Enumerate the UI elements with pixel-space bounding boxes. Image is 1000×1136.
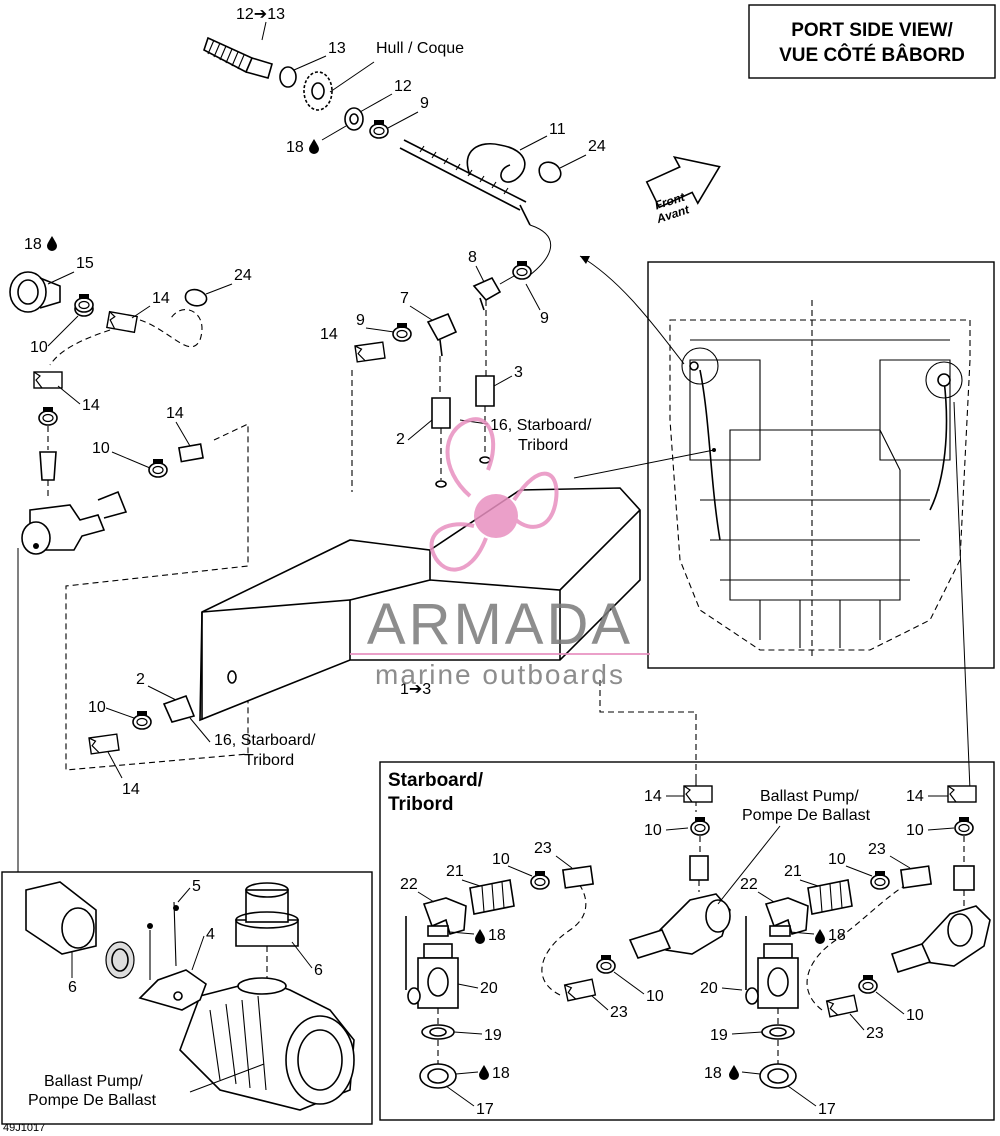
label-12-13: 12➔13 bbox=[236, 6, 285, 23]
label-11: 11 bbox=[549, 121, 566, 138]
drop-icon bbox=[729, 1065, 739, 1080]
lower-left-fitting: 2 10 16, Starboard/ Tribord 14 bbox=[88, 671, 316, 798]
label-16-a-fr: Tribord bbox=[518, 437, 568, 454]
r-label-18-a: 18 bbox=[488, 927, 506, 944]
r-label-14-b: 14 bbox=[906, 788, 924, 805]
r-label-22-a: 22 bbox=[400, 876, 418, 893]
label-2-b: 2 bbox=[136, 671, 145, 688]
r-label-18-c: 18 bbox=[828, 927, 846, 944]
figure-code: 49J1017 bbox=[3, 1122, 45, 1134]
label-16-a: 16, Starboard/ bbox=[490, 417, 592, 434]
label-12: 12 bbox=[394, 78, 412, 95]
ballast-pump-right-label-fr: Pompe De Ballast bbox=[742, 807, 871, 824]
label-15: 15 bbox=[76, 255, 94, 272]
label-5: 5 bbox=[192, 878, 201, 895]
hull-view-inset bbox=[579, 255, 995, 791]
r-label-23-c: 23 bbox=[868, 841, 886, 858]
ballast-pump-label: Ballast Pump/ bbox=[44, 1073, 143, 1090]
propeller-icon bbox=[429, 417, 559, 572]
label-9: 9 bbox=[420, 95, 429, 112]
title-line-2: VUE CÔTÉ BÂBORD bbox=[779, 44, 965, 66]
ballast-pump-label-fr: Pompe De Ballast bbox=[28, 1092, 157, 1109]
r-label-19-a: 19 bbox=[484, 1027, 502, 1044]
r-label-10-c: 10 bbox=[492, 851, 510, 868]
watermark-logo: ARMADA marine outboards bbox=[350, 417, 650, 690]
title-line-1: PORT SIDE VIEW/ bbox=[791, 20, 953, 41]
label-1-3: 1➔3 bbox=[400, 681, 431, 698]
center-fittings: 8 9 7 9 14 3 2 16, Starboard/ Tribord bbox=[320, 249, 592, 492]
r-label-10-b: 10 bbox=[906, 822, 924, 839]
r-label-17-a: 17 bbox=[476, 1101, 494, 1118]
r-label-10-e: 10 bbox=[828, 851, 846, 868]
r-label-17-b: 17 bbox=[818, 1101, 836, 1118]
r-label-10-d: 10 bbox=[646, 988, 664, 1005]
label-18-b: 18 bbox=[24, 236, 42, 253]
drop-icon bbox=[479, 1065, 489, 1080]
r-label-10-f: 10 bbox=[906, 1007, 924, 1024]
starboard-title-fr: Tribord bbox=[388, 794, 453, 815]
hull-nut bbox=[303, 71, 333, 111]
label-3: 3 bbox=[514, 364, 523, 381]
vent-assembly: 18 15 24 14 10 14 14 10 bbox=[9, 236, 252, 771]
ballast-tank: 1➔3 bbox=[199, 448, 716, 722]
r-label-21-a: 21 bbox=[446, 863, 464, 880]
front-arrow-icon: Front Avant bbox=[645, 156, 721, 226]
label-9-b: 9 bbox=[540, 310, 549, 327]
label-2: 2 bbox=[396, 431, 405, 448]
r-label-23-d: 23 bbox=[866, 1025, 884, 1042]
label-10-c: 10 bbox=[88, 699, 106, 716]
label-10-a: 10 bbox=[30, 339, 48, 356]
label-14-b: 14 bbox=[82, 397, 100, 414]
r-label-18-d: 18 bbox=[704, 1065, 722, 1082]
drop-icon bbox=[475, 929, 485, 944]
drop-icon bbox=[47, 236, 57, 251]
drop-icon bbox=[815, 929, 825, 944]
pump-detail-inset: 5 4 6 6 Ballast Pump/ Pompe De Ballast bbox=[1, 548, 373, 1125]
ballast-pump-right-label: Ballast Pump/ bbox=[760, 788, 859, 805]
r-label-21-b: 21 bbox=[784, 863, 802, 880]
label-14-c: 14 bbox=[166, 405, 184, 422]
label-4: 4 bbox=[206, 926, 215, 943]
label-10-b: 10 bbox=[92, 440, 110, 457]
label-9-c: 9 bbox=[356, 312, 365, 329]
label-7: 7 bbox=[400, 290, 409, 307]
label-14-a: 14 bbox=[152, 290, 170, 307]
r-label-10-a: 10 bbox=[644, 822, 662, 839]
label-14-e: 14 bbox=[122, 781, 140, 798]
starboard-inset: Starboard/ Tribord 14 bbox=[379, 761, 995, 1121]
r-label-20-a: 20 bbox=[480, 980, 498, 997]
r-label-22-b: 22 bbox=[740, 876, 758, 893]
label-16-b: 16, Starboard/ bbox=[214, 732, 316, 749]
r-label-23-b: 23 bbox=[610, 1004, 628, 1021]
title-box: PORT SIDE VIEW/ VUE CÔTÉ BÂBORD bbox=[748, 4, 996, 79]
drop-icon bbox=[309, 139, 319, 154]
label-6-a: 6 bbox=[68, 979, 77, 996]
label-6-b: 6 bbox=[314, 962, 323, 979]
starboard-title: Starboard/ bbox=[388, 770, 484, 791]
hull-label: Hull / Coque bbox=[376, 40, 464, 57]
r-label-19-b: 19 bbox=[710, 1027, 728, 1044]
r-label-18-b: 18 bbox=[492, 1065, 510, 1082]
r-label-20-b: 20 bbox=[700, 980, 718, 997]
label-13: 13 bbox=[328, 40, 346, 57]
label-14-d: 14 bbox=[320, 326, 338, 343]
label-24-b: 24 bbox=[234, 267, 252, 284]
hull-fitting-assembly: 12➔13 13 Hull / Coque 12 9 18 11 24 bbox=[203, 6, 606, 276]
r-label-14-a: 14 bbox=[644, 788, 662, 805]
label-8: 8 bbox=[468, 249, 477, 266]
watermark-tagline: marine outboards bbox=[375, 659, 625, 690]
watermark-brand: ARMADA bbox=[367, 592, 633, 657]
label-18: 18 bbox=[286, 139, 304, 156]
label-16-b-fr: Tribord bbox=[244, 752, 294, 769]
label-24: 24 bbox=[588, 138, 606, 155]
r-label-23-a: 23 bbox=[534, 840, 552, 857]
